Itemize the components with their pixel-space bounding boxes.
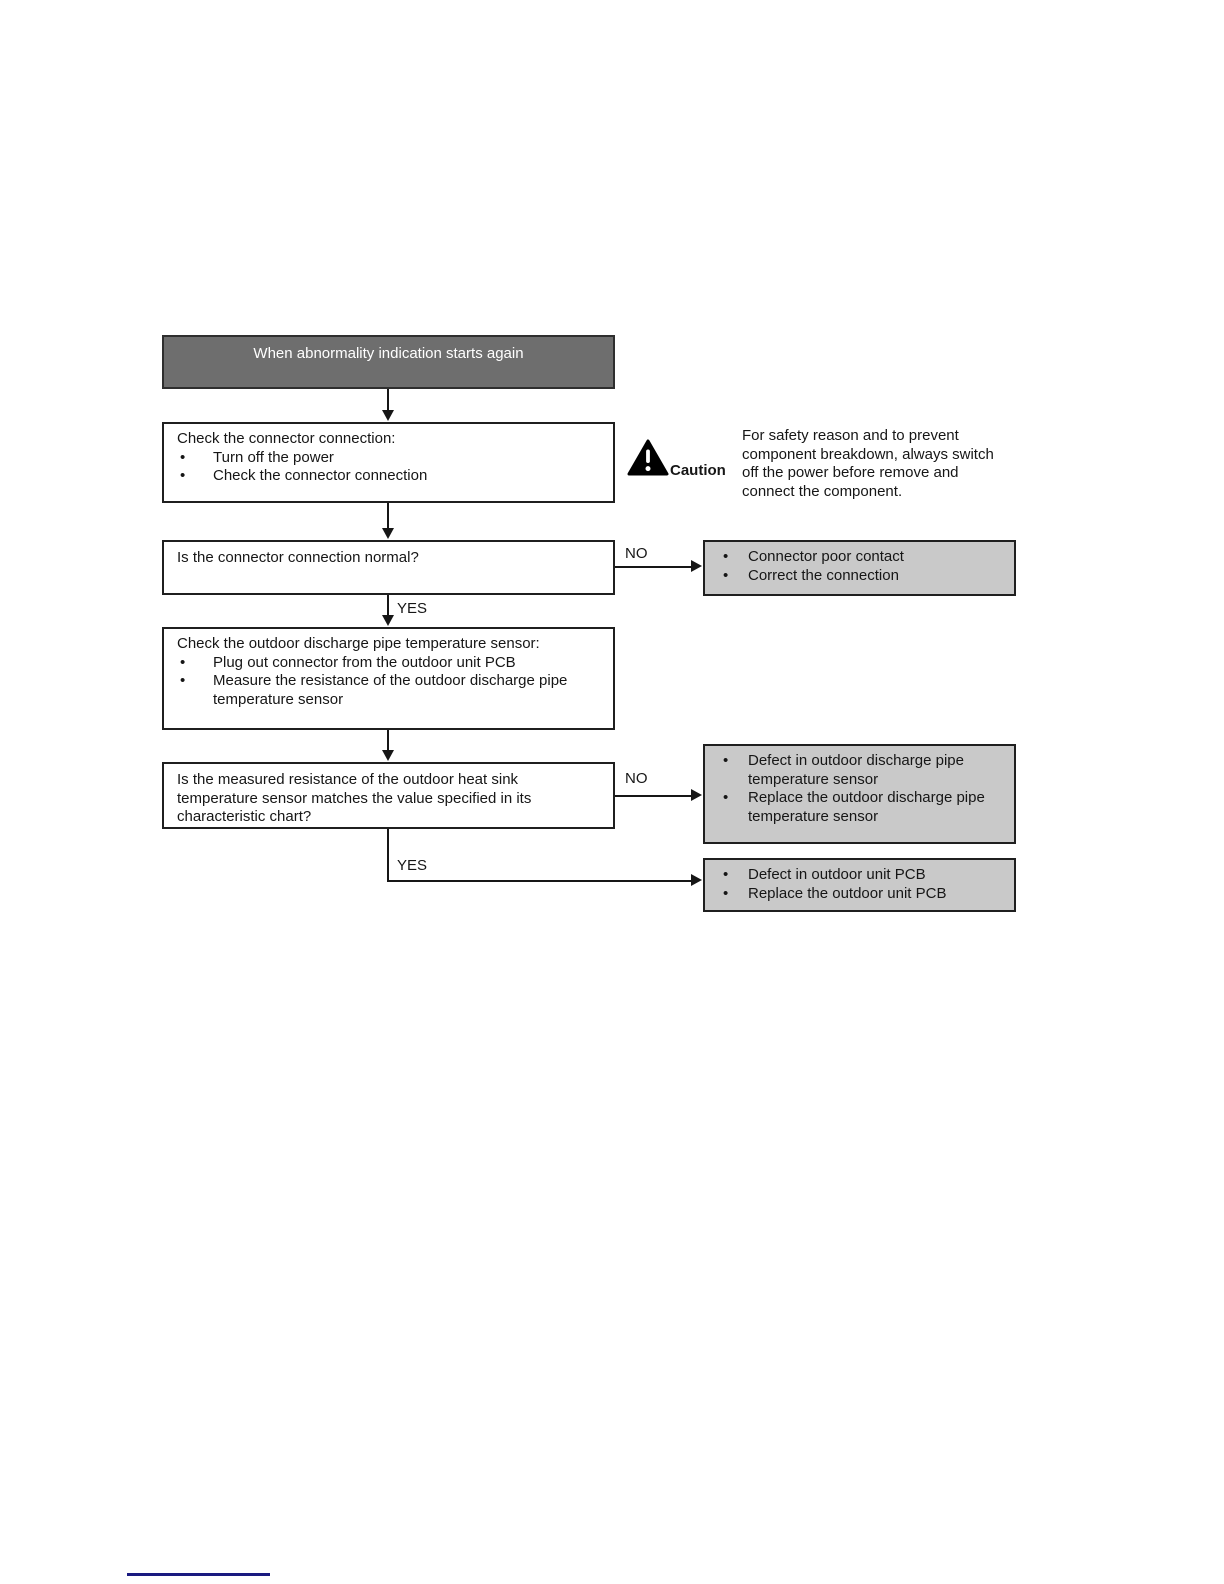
check-connector-node: Check the connector connection: Turn off… [162,422,615,503]
connector-normal-decision-node: Is the connector connection normal? [162,540,615,595]
bullet-icon [177,449,213,468]
sensor-defect-result-node: Defect in outdoor discharge pipe tempera… [703,744,1016,844]
arrow-right-icon [691,874,702,886]
list-item: Correct the connection [720,567,1006,586]
arrow-down-icon [382,615,394,626]
check-sensor-title: Check the outdoor discharge pipe tempera… [177,635,540,652]
connector-line [387,730,389,751]
connector-line [387,829,389,882]
connector-line [387,389,389,411]
bullet-icon [177,672,213,691]
pcb-result-bullet: Defect in outdoor unit PCB [748,866,926,883]
bullet-icon [720,567,748,586]
resistance-match-question: Is the measured resistance of the outdoo… [177,771,532,825]
bullet-icon [720,752,748,771]
bullet-icon [177,467,213,486]
bullet-icon [177,654,213,673]
sensor-result-bullet: Replace the outdoor discharge pipe tempe… [748,789,985,825]
sensor-result-bullet: Defect in outdoor discharge pipe tempera… [748,752,964,788]
check-sensor-bullet: Plug out connector from the outdoor unit… [213,653,516,671]
list-item: Check the connector connection [177,467,605,486]
resistance-match-decision-node: Is the measured resistance of the outdoo… [162,762,615,829]
list-item: Measure the resistance of the outdoor di… [177,672,605,709]
list-item: Plug out connector from the outdoor unit… [177,654,605,673]
list-item: Replace the outdoor discharge pipe tempe… [720,789,1006,826]
connector-line [387,880,692,882]
connector-normal-question: Is the connector connection normal? [177,549,419,566]
arrow-down-icon [382,528,394,539]
yes-edge-label: YES [397,600,428,617]
bullet-icon [720,866,748,885]
bullet-icon [720,885,748,904]
start-node-label: When abnormality indication starts again [253,345,524,362]
caution-text: For safety reason and to prevent compone… [742,427,994,500]
no-edge-label: NO [625,545,648,562]
connector-result-bullet: Correct the connection [748,566,899,584]
connector-poor-result-node: Connector poor contact Correct the conne… [703,540,1016,596]
no-edge-label: NO [625,770,648,787]
check-connector-bullet: Check the connector connection [213,467,428,484]
arrow-right-icon [691,560,702,572]
connector-line [615,566,693,568]
start-node: When abnormality indication starts again [162,335,615,389]
arrow-down-icon [382,750,394,761]
pcb-result-bullet: Replace the outdoor unit PCB [748,884,947,902]
yes-edge-label: YES [397,857,428,874]
connector-line [387,595,389,616]
footer-rule [127,1573,270,1576]
caution-label: Caution [670,462,726,479]
arrow-right-icon [691,789,702,801]
bullet-icon [720,548,748,567]
list-item: Replace the outdoor unit PCB [720,885,1006,904]
check-connector-bullet: Turn off the power [213,448,334,466]
arrow-down-icon [382,410,394,421]
check-connector-title: Check the connector connection: [177,430,396,447]
connector-line [387,503,389,529]
list-item: Defect in outdoor discharge pipe tempera… [720,752,1006,789]
bullet-icon [720,789,748,808]
caution-triangle-icon [627,439,669,483]
pcb-defect-result-node: Defect in outdoor unit PCB Replace the o… [703,858,1016,912]
connector-line [615,795,693,797]
connector-result-bullet: Connector poor contact [748,548,904,565]
check-sensor-bullet: Measure the resistance of the outdoor di… [213,672,568,708]
list-item: Defect in outdoor unit PCB [720,866,1006,885]
check-sensor-node: Check the outdoor discharge pipe tempera… [162,627,615,730]
list-item: Connector poor contact [720,548,1006,567]
list-item: Turn off the power [177,449,605,468]
